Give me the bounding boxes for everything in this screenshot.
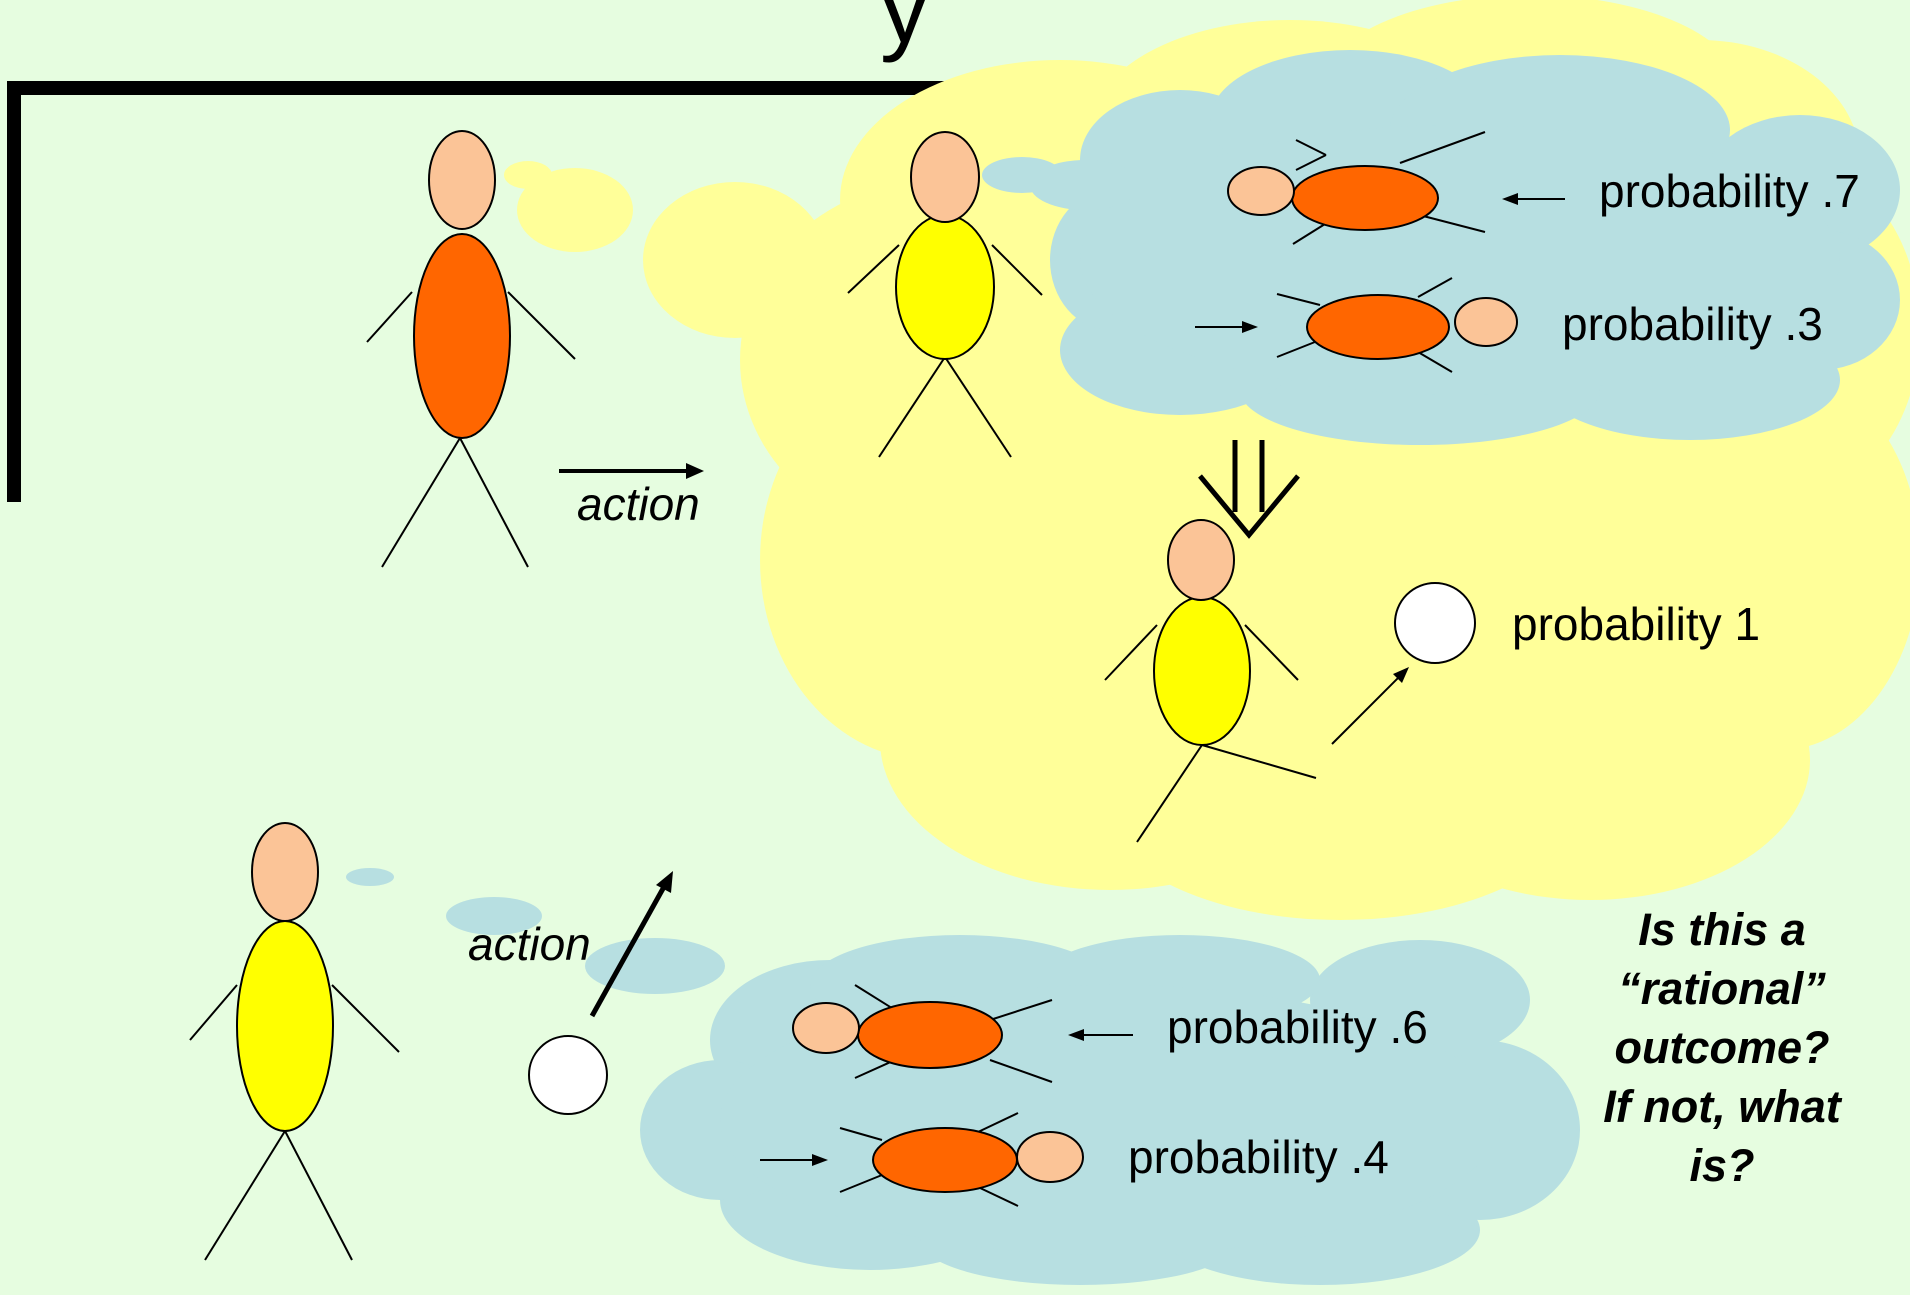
lower-blue-thought-cloud [640,935,1580,1285]
question-line: Is this a [1638,904,1806,955]
goalkeeper-body [1306,294,1450,360]
player-head [428,130,496,230]
action-label-top: action [577,478,700,530]
question-line: is? [1689,1140,1754,1191]
shot-arrow-top [1331,667,1409,745]
goalkeeper-dive-right-bottom [839,1112,1084,1207]
question-line: outcome? [1614,1022,1829,1073]
goalkeeper-head [1227,166,1295,216]
goalkeeper-head [1454,297,1518,347]
arrow-to-prob-07 [1502,193,1565,205]
ball-bottom [528,1035,608,1115]
player-body [895,214,995,360]
question-line: “rational” [1618,963,1826,1014]
arrow-to-goalkeeper-right-bottom [760,1154,828,1166]
player-yellow-thinking [847,131,1043,458]
player-head [251,822,319,922]
implies-arrow [1198,440,1300,539]
question-line: If not, what [1603,1081,1842,1132]
probability-label: probability .4 [1128,1131,1389,1183]
player-body [1153,596,1251,746]
goalkeeper-body [1291,165,1439,231]
probability-label: probability .6 [1167,1001,1428,1053]
goalkeeper-head [1016,1131,1084,1183]
player-orange-top [366,130,576,568]
yellow-thought-bubbles [504,161,827,338]
probability-label: probability .3 [1562,298,1823,350]
probability-label: probability .7 [1599,165,1860,217]
goalkeeper-dive-left-top [1227,131,1486,245]
goalkeeper-dive-right-top [1276,277,1518,373]
player-yellow-kicking [1104,519,1317,843]
goalkeeper-body [857,1001,1003,1069]
player-head [910,131,980,223]
lower-blue-thought-bubbles [346,868,725,994]
question-text: Is this a “rational” outcome? If not, wh… [1603,904,1842,1191]
goalkeeper-dive-left-bottom [792,984,1053,1083]
arrow-to-prob-06 [1068,1029,1133,1041]
goalkeeper-body [872,1127,1018,1193]
action-label-bottom: action [468,918,591,970]
action-arrow-top [559,463,704,479]
ball-top [1394,582,1476,664]
slide-title-fragment: y [880,0,929,63]
goalkeeper-head [792,1002,860,1054]
arrow-to-goalkeeper-right [1195,321,1258,333]
probability-label: probability 1 [1512,598,1760,650]
player-head [1167,519,1235,601]
player-body [236,920,334,1132]
shot-arrow-bottom [589,871,673,1018]
upper-blue-thought-bubbles [982,157,1140,210]
player-body [413,233,511,439]
player-yellow-bottom [189,822,400,1261]
